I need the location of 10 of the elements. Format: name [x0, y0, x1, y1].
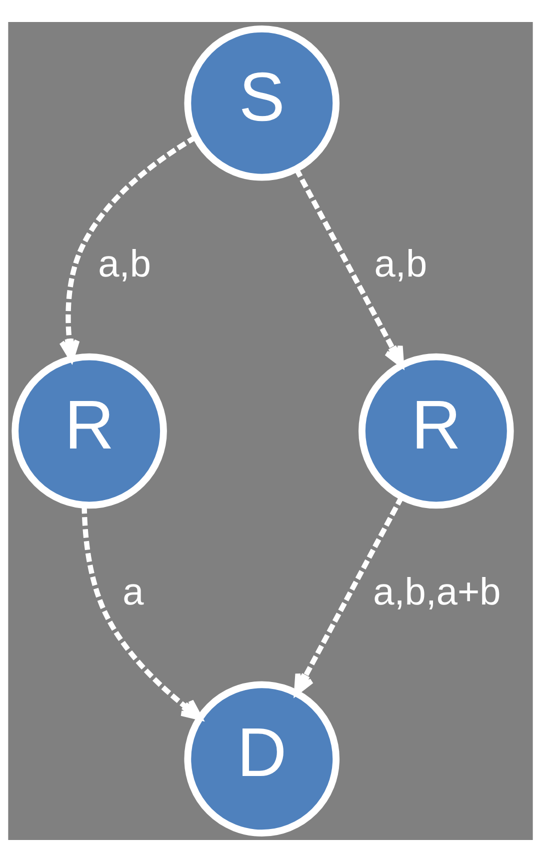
edge-label: a	[122, 572, 144, 614]
edge-label: a,b	[374, 244, 428, 286]
node-circle: R	[12, 353, 167, 509]
node-circle: D	[184, 681, 340, 837]
node-circle: R	[358, 353, 514, 509]
arrow	[82, 505, 202, 720]
edge-label: a,b,a+b	[373, 572, 501, 614]
arrow	[294, 496, 404, 696]
node-circle: S	[184, 25, 340, 181]
arrow	[294, 168, 404, 368]
